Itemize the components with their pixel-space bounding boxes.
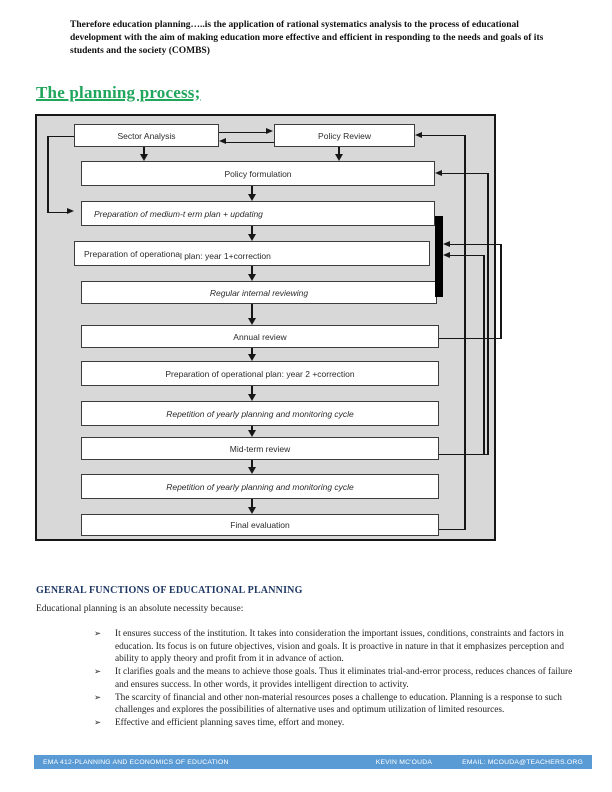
flow-box-regular-internal-reviewing: Regular internal reviewing (81, 281, 437, 304)
arrowhead-right-icon (67, 208, 74, 214)
functions-heading: GENERAL FUNCTIONS OF EDUCATIONAL PLANNIN… (36, 585, 303, 596)
arrowhead-left-icon (219, 138, 226, 144)
functions-bullet-list: ➢ It ensures success of the institution.… (94, 628, 578, 730)
list-item: ➢ It ensures success of the institution.… (94, 628, 578, 666)
feedback-line (47, 135, 49, 213)
feedback-line (47, 135, 74, 137)
arrow-line (338, 147, 340, 155)
bullet-text: The scarcity of financial and other non-… (115, 692, 562, 716)
arrowhead-left-icon (415, 131, 422, 138)
list-item: ➢ Effective and efficient planning saves… (94, 717, 578, 730)
feedback-line (441, 172, 488, 174)
arrowhead-down-icon (248, 318, 256, 325)
feedback-line (449, 254, 484, 256)
arrowhead-left-icon (435, 169, 442, 176)
list-item: ➢ It clarifies goals and the means to ac… (94, 666, 578, 691)
arrow-line (251, 266, 253, 275)
flow-box-policy-formulation: Policy formulation (81, 161, 435, 186)
arrowhead-down-icon (140, 154, 148, 161)
flow-box-repetition-cycle-1: Repetition of yearly planning and monito… (81, 401, 439, 426)
feedback-line (439, 528, 466, 530)
arrowhead-down-icon (248, 194, 256, 201)
arrow-line (251, 499, 253, 508)
arrowhead-down-icon (248, 234, 256, 241)
arrow-line (251, 348, 253, 355)
arrow-line (251, 386, 253, 395)
bullet-text: Effective and efficient planning saves t… (115, 717, 345, 728)
feedback-line (464, 134, 466, 530)
bullet-arrow-icon: ➢ (94, 692, 102, 703)
arrow-line (251, 426, 253, 431)
arrowhead-down-icon (248, 507, 256, 514)
arrow-line (226, 141, 274, 143)
flow-box-annual-review: Annual review (81, 325, 439, 348)
arrowhead-down-icon (248, 467, 256, 474)
feedback-line (439, 453, 489, 455)
arrow-line (251, 304, 253, 319)
bullet-arrow-icon: ➢ (94, 667, 102, 678)
feedback-line (483, 254, 485, 455)
flow-box-repetition-cycle-2: Repetition of yearly planning and monito… (81, 474, 439, 499)
feedback-line (500, 243, 502, 339)
arrow-line (219, 131, 267, 133)
footer-course: EMA 412-PLANNING AND ECONOMICS OF EDUCAT… (43, 758, 229, 766)
flow-box-final-evaluation: Final evaluation (81, 514, 439, 536)
arrowhead-left-icon (443, 240, 450, 247)
arrow-line (251, 226, 253, 235)
feedback-line (47, 211, 68, 213)
feedback-line (449, 243, 501, 245)
flow-box-policy-review: Policy Review (274, 124, 415, 147)
flow-box-sector-analysis: Sector Analysis (74, 124, 219, 147)
bullet-text: It clarifies goals and the means to achi… (115, 667, 573, 690)
bullet-text: It ensures success of the institution. I… (115, 629, 564, 665)
arrow-line (251, 460, 253, 468)
operational-year1-label-part1: Preparation of operationa (84, 248, 180, 259)
arrowhead-right-icon (266, 128, 273, 134)
section-heading: The planning process; (36, 83, 201, 102)
arrow-line (143, 147, 145, 155)
bullet-arrow-icon: ➢ (94, 717, 102, 728)
footer-email: EMAIL: MCOUDA@TEACHERS.ORG (462, 758, 583, 766)
flow-box-operational-plan-year2: Preparation of operational plan: year 2 … (81, 361, 439, 386)
arrowhead-down-icon (248, 430, 256, 437)
feedback-line (487, 172, 489, 455)
planning-process-diagram: Sector Analysis Policy Review Policy for… (35, 114, 502, 541)
functions-intro: Educational planning is an absolute nece… (36, 604, 244, 614)
list-item: ➢ The scarcity of financial and other no… (94, 692, 578, 717)
arrowhead-down-icon (248, 354, 256, 361)
feedback-line (439, 337, 502, 339)
footer-bar: EMA 412-PLANNING AND ECONOMICS OF EDUCAT… (34, 755, 592, 769)
intro-paragraph: Therefore education planning…..is the ap… (70, 20, 544, 56)
arrow-line (251, 186, 253, 195)
arrowhead-down-icon (335, 154, 343, 161)
operational-year1-label-part2: l plan: year 1+correction (179, 251, 271, 261)
feedback-black-bar (435, 216, 443, 297)
footer-author: KEVIN MC'OUDA (375, 758, 433, 766)
arrowhead-down-icon (248, 394, 256, 401)
flow-box-medium-term-plan: Preparation of medium-t erm plan + updat… (81, 201, 435, 226)
flow-box-mid-term-review: Mid-term review (81, 437, 439, 460)
arrowhead-down-icon (248, 274, 256, 281)
feedback-line (421, 134, 465, 136)
bullet-arrow-icon: ➢ (94, 629, 102, 639)
arrowhead-left-icon (443, 251, 450, 258)
